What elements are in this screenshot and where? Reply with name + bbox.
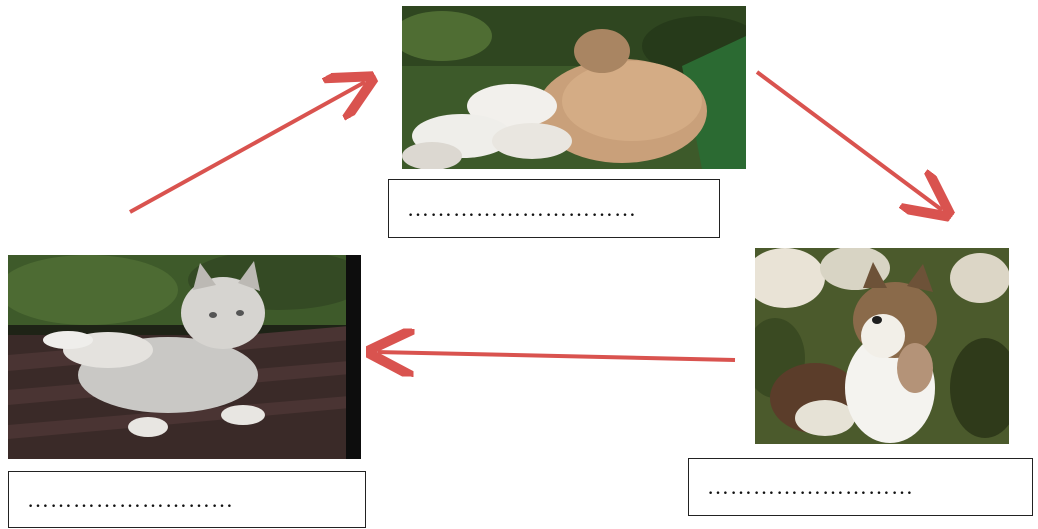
arrow-adult-to-nursing [129,82,365,214]
kitten-photo [755,248,1009,444]
answer-box-adult[interactable]: ……………………… [8,471,366,528]
arrow-nursing-to-kitten [755,70,942,210]
adult-cat-photo [8,255,361,459]
arrow-kitten-to-adult [378,352,736,360]
cat-nursing-kittens-photo [402,6,746,169]
answer-box-nursing[interactable]: ………………………… [388,179,720,238]
answer-box-kitten[interactable]: ……………………… [688,458,1033,516]
